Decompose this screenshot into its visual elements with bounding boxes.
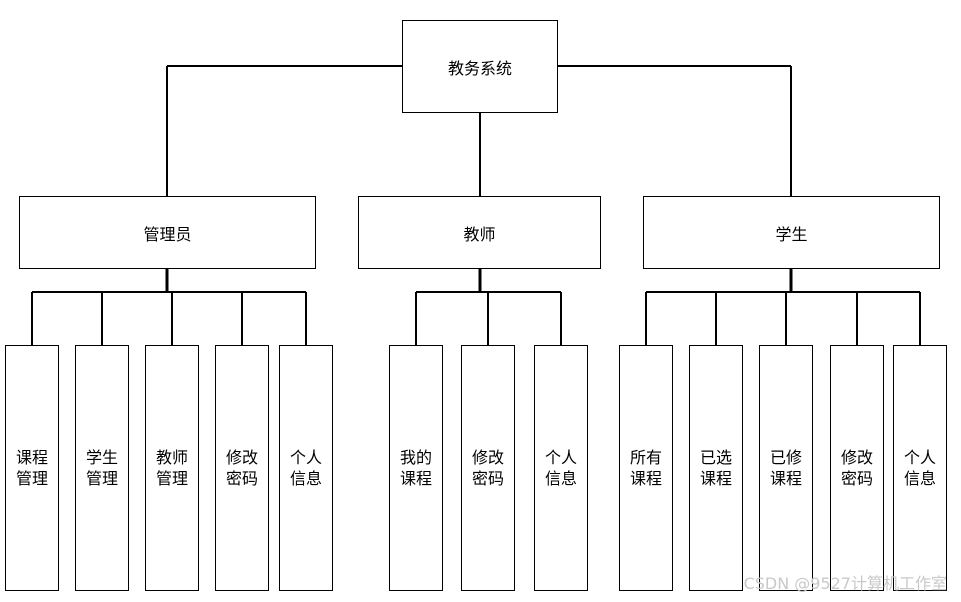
leaf-node: 修改密码	[215, 345, 269, 591]
leaf-node: 已修课程	[759, 345, 813, 591]
branch-label: 教师	[463, 224, 496, 244]
leaf-line: 信息	[903, 469, 936, 488]
branch-label: 学生	[775, 224, 808, 244]
leaf-node: 课程管理	[5, 345, 59, 591]
leaf-line: 课程	[769, 469, 802, 488]
leaf-line: 密码	[471, 469, 504, 488]
leaf-node: 个人信息	[279, 345, 333, 591]
leaf-line: 我的	[399, 448, 432, 467]
leaf-line: 课程	[15, 448, 48, 467]
branch-node-admin: 管理员	[19, 196, 316, 269]
leaf-node: 修改密码	[830, 345, 884, 591]
leaf-node: 所有课程	[619, 345, 673, 591]
leaf-line: 课程	[399, 469, 432, 488]
branch-node-teacher: 教师	[358, 196, 601, 269]
leaf-node: 修改密码	[461, 345, 515, 591]
leaf-line: 信息	[544, 469, 577, 488]
leaf-node: 我的课程	[389, 345, 443, 591]
root-node: 教务系统	[402, 20, 558, 113]
leaf-node: 已选课程	[689, 345, 743, 591]
leaf-line: 课程	[629, 469, 662, 488]
leaf-line: 修改	[225, 448, 258, 467]
watermark: CSDN @9527计算机工作室	[743, 574, 947, 593]
leaf-line: 已选	[699, 448, 732, 467]
leaf-line: 管理	[85, 469, 118, 488]
leaf-line: 学生	[85, 448, 118, 467]
leaf-line: 修改	[471, 448, 504, 467]
leaf-line: 课程	[699, 469, 732, 488]
leaf-line: 已修	[769, 448, 802, 467]
leaf-node: 学生管理	[75, 345, 129, 591]
leaf-line: 教师	[155, 448, 188, 467]
root-label: 教务系统	[447, 58, 512, 78]
leaf-line: 个人	[903, 448, 936, 467]
leaf-line: 所有	[629, 448, 662, 467]
branch-node-student: 学生	[643, 196, 940, 269]
leaf-line: 管理	[155, 469, 188, 488]
leaf-line: 密码	[225, 469, 258, 488]
leaf-line: 修改	[840, 448, 873, 467]
leaf-line: 个人	[544, 448, 577, 467]
leaf-line: 管理	[15, 469, 48, 488]
leaf-node: 教师管理	[145, 345, 199, 591]
leaf-line: 信息	[289, 469, 322, 488]
leaf-node: 个人信息	[893, 345, 947, 591]
branch-label: 管理员	[143, 224, 192, 244]
leaf-node: 个人信息	[534, 345, 588, 591]
leaf-line: 密码	[840, 469, 873, 488]
leaf-line: 个人	[289, 448, 322, 467]
